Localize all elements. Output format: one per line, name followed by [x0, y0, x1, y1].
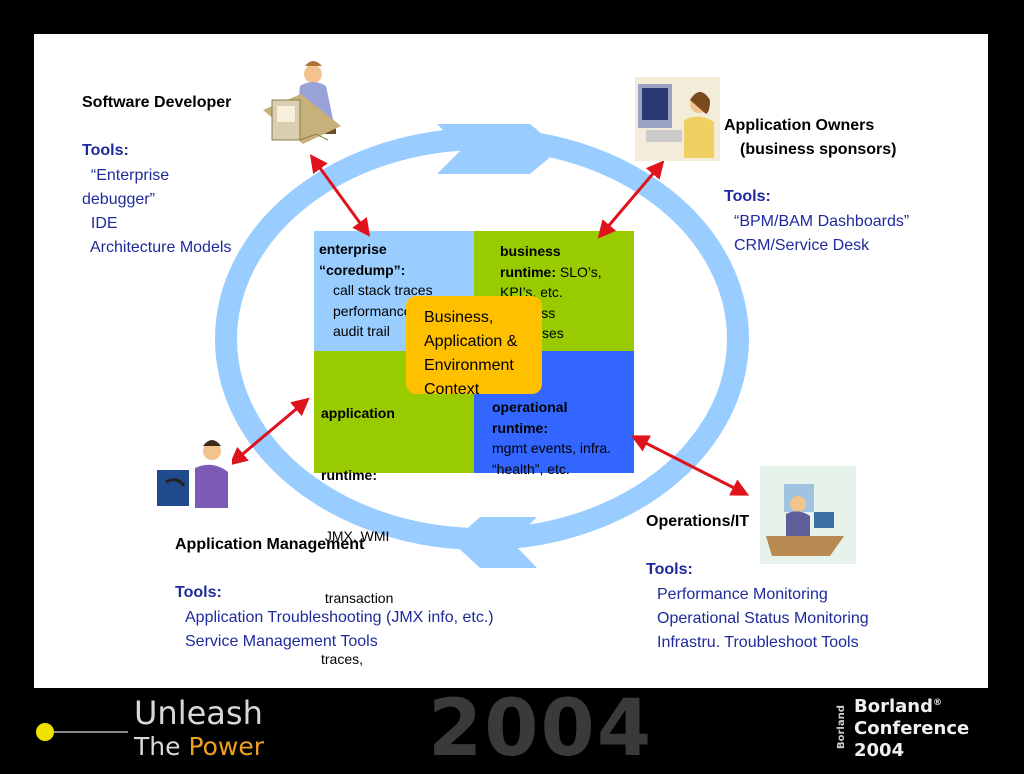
quadrant-title: enterprise [319, 241, 387, 257]
footer-registered: ® [932, 698, 942, 708]
quadrant-title-rest: SLO’s, [556, 263, 602, 280]
quadrant-item: call stack traces [333, 282, 433, 298]
owners-tool-item: “BPM/BAM Dashboards” [734, 213, 910, 230]
ops-tools-heading: Tools: [646, 561, 693, 578]
quadrant-title: runtime: [500, 263, 556, 280]
cycle-chevron-top [437, 124, 560, 174]
quadrant-enterprise-text: enterprise “coredump”: call stack traces… [319, 239, 438, 342]
context-line: Business, [424, 309, 494, 326]
quadrant-operational-text: operational runtime: mgmt events, infra.… [492, 397, 611, 479]
arrow-developer [309, 154, 371, 237]
ops-tool-item: Operational Status Monitoring [657, 610, 869, 627]
arrow-owners [597, 160, 665, 239]
man-at-desk-icon [760, 466, 856, 564]
footer-year-watermark: 2004 [428, 684, 654, 774]
ops-role: Operations/IT [646, 513, 750, 530]
context-line: Environment [424, 357, 514, 374]
footer-the: The [134, 732, 189, 761]
appmgmt-tools-list: Application Troubleshooting (JMX info, e… [185, 606, 494, 654]
man-on-phone-icon [157, 436, 232, 512]
developer-tool-item: Architecture Models [82, 239, 232, 256]
quadrant-item: mgmt events, infra. [492, 440, 612, 456]
developer-tools-heading: Tools: [82, 142, 129, 159]
quadrant-item: traces, [321, 651, 364, 667]
footer-power: Power [188, 732, 265, 761]
quadrant-item: JMX, WMI [321, 528, 390, 544]
quadrant-item: “health”, etc. [492, 460, 570, 477]
woman-at-computer-icon [635, 77, 720, 161]
footer-borland: Borland [854, 696, 933, 717]
footer-unleash: Unleash [134, 694, 263, 732]
quadrant-title: runtime: [492, 419, 548, 436]
developer-at-computer-icon [263, 61, 341, 144]
quadrant-item: transaction [321, 589, 394, 606]
footer-side-logo: Borland [836, 705, 847, 749]
footer-tagline: The Power [134, 732, 264, 761]
footer-conference-logo: Borland® Conference 2004 [854, 692, 969, 762]
arrow-appmgmt [229, 397, 310, 466]
context-box: Business, Application & Environment Cont… [406, 296, 542, 398]
ops-tools-list: Performance Monitoring Operational Statu… [657, 583, 869, 655]
quadrant-title: “coredump”: [319, 261, 406, 278]
owners-tool-item: CRM/Service Desk [734, 237, 870, 254]
footer-conference-year: 2004 [854, 740, 905, 761]
ops-tool-item: Performance Monitoring [657, 586, 828, 603]
appmgmt-tool-item: Service Management Tools [185, 633, 378, 650]
quadrant-title: application [321, 405, 395, 421]
developer-tool-item: “Enterprise [82, 167, 170, 184]
developer-tool-item: debugger” [82, 191, 155, 208]
footer-bullet-icon [36, 723, 54, 741]
appmgmt-tool-item: Application Troubleshooting (JMX info, e… [185, 609, 494, 626]
quadrant-item: audit trail [333, 323, 390, 339]
developer-role: Software Developer [82, 94, 232, 111]
quadrant-title: business [500, 243, 561, 259]
owners-role-line1: Application Owners [724, 117, 875, 134]
quadrant-application-text: application runtime: JMX, WMI transactio… [321, 362, 395, 752]
quadrant-title: operational [492, 399, 568, 415]
context-line: Application & [424, 333, 518, 350]
appmgmt-tools-heading: Tools: [175, 584, 222, 601]
ops-tool-item: Infrastru. Troubleshoot Tools [657, 634, 859, 651]
owners-tools-list: “BPM/BAM Dashboards” CRM/Service Desk [734, 210, 909, 258]
developer-tools-list: “Enterprise debugger” IDE Architecture M… [82, 164, 231, 260]
context-line: Context [424, 381, 480, 398]
developer-tool-item: IDE [82, 215, 118, 232]
quadrant-title: runtime: [321, 466, 377, 483]
owners-role-line2: (business sponsors) [740, 141, 897, 158]
owners-tools-heading: Tools: [724, 188, 771, 205]
arrow-ops [630, 435, 750, 496]
appmgmt-role: Application Management [175, 536, 365, 553]
footer-conference: Conference [854, 718, 970, 739]
quadrant-item: etc. [321, 712, 364, 729]
cycle-chevron-bottom [452, 517, 537, 568]
